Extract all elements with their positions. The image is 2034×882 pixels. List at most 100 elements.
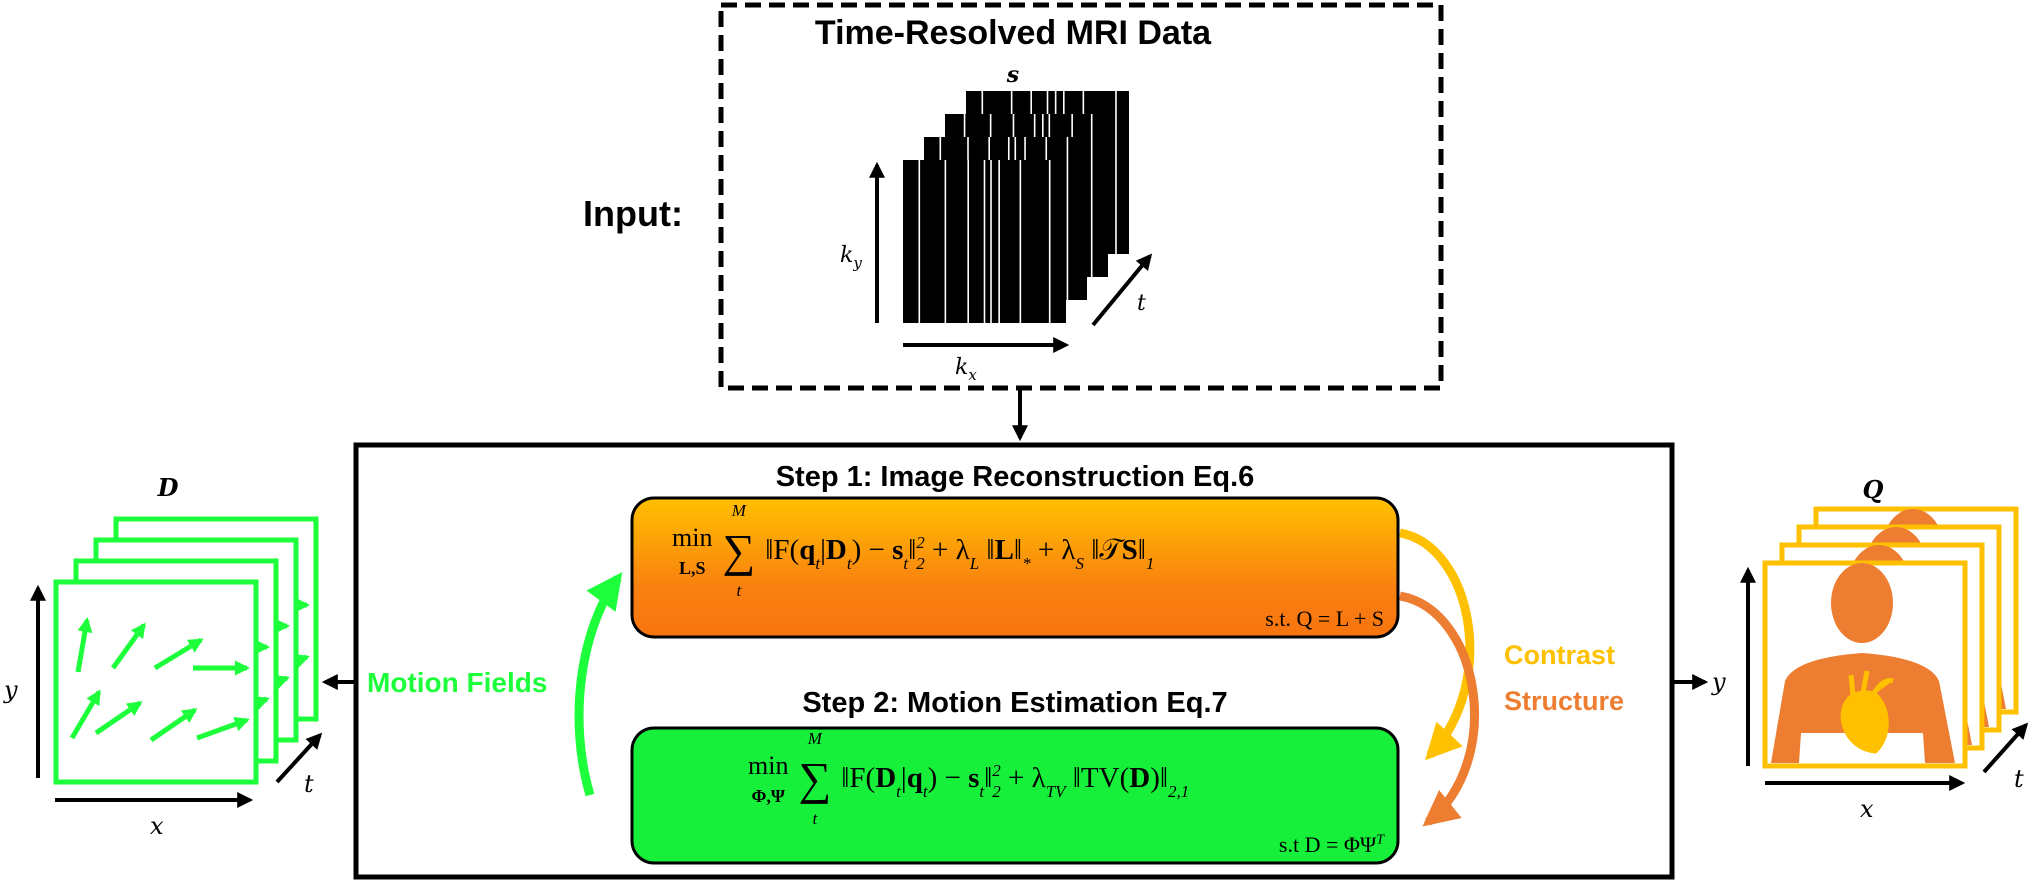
equation-symbol: ‖TV(: [1065, 762, 1130, 795]
equation-symbol: ‖𝒯: [1083, 534, 1122, 567]
output-t-axis-label: t: [2014, 765, 2024, 793]
equation-term: ‖𝒯: [1083, 534, 1122, 567]
equation-term: ‖TV(: [1065, 762, 1130, 795]
equation-symbol: )‖: [1150, 762, 1169, 795]
equation-symbol: q: [906, 762, 923, 795]
min-operator: min: [748, 751, 789, 780]
motion-vector-arrow-icon: [94, 700, 143, 736]
sum-upper: M: [731, 501, 746, 520]
equation-symbol: s: [968, 762, 980, 795]
equation-symbol: ‖: [908, 534, 917, 567]
equation-symbol: |: [900, 762, 907, 795]
motion-fields-label: Motion Fields: [367, 667, 547, 698]
kx-axis-label: kx: [955, 355, 977, 384]
equation-term: )‖ 2,1: [1150, 762, 1189, 800]
equation-term: ) −: [928, 762, 969, 794]
sum-upper: M: [807, 729, 822, 748]
equation-index: t: [979, 781, 985, 801]
motion-vector-arrow-icon: [69, 689, 102, 740]
equation-term: ‖ 1: [1137, 534, 1155, 572]
equation-term: + λ S: [1030, 534, 1084, 572]
ky-axis-label: ky: [840, 243, 862, 272]
step2-title: Step 2: Motion Estimation Eq.7: [802, 687, 1227, 719]
equation-symbol: L: [994, 534, 1014, 567]
equation-index: *: [1022, 553, 1031, 573]
equation-index: TV: [1045, 781, 1066, 801]
equation-symbol: ‖: [1137, 534, 1146, 567]
equation-symbol: ‖: [979, 534, 995, 567]
equation-symbol: S: [1121, 534, 1138, 567]
main-box: [353, 442, 1675, 880]
constraint-text: s.t D = ΦΨ: [1278, 832, 1377, 857]
equation-term: q t: [799, 534, 820, 572]
equation-term: |: [820, 534, 826, 566]
motion-feedback-arrow: [574, 572, 623, 797]
equation-symbol: q: [799, 534, 816, 567]
output-t-axis-arrow: [1982, 722, 2029, 774]
equation-symbol: D: [1129, 762, 1151, 795]
motion-vector-arrow-icon: [75, 617, 93, 673]
equation-term: ‖F(: [841, 762, 875, 794]
equation-term: ‖ *: [1014, 534, 1031, 572]
input-title: Time-Resolved MRI Data: [815, 14, 1212, 52]
output-y-axis-label: y: [1711, 668, 1726, 696]
equation-symbol: |: [820, 534, 826, 567]
equation-symbol: + λ: [1030, 534, 1076, 567]
step2-constraint: s.t D = ΦΨT: [1279, 832, 1384, 858]
motion-y-axis-label: y: [3, 676, 18, 704]
equation-symbol: ‖: [984, 762, 993, 795]
equation-index: S: [1075, 553, 1084, 573]
equation-index: t: [846, 553, 852, 573]
kspace-frame: [903, 160, 1066, 323]
equation-symbol: s: [892, 534, 904, 567]
structure-label: Structure: [1504, 686, 1624, 716]
motion-symbol: D: [157, 473, 179, 502]
equation-symbol: + λ: [924, 534, 970, 567]
motion-field-stack: [53, 516, 319, 785]
contrast-label: Contrast: [1504, 640, 1615, 670]
equation-term: D t: [875, 762, 901, 800]
image-frame: [1762, 560, 1968, 769]
image-stack: [1762, 506, 2019, 769]
heart-icon: [1840, 670, 1894, 754]
equation-term: D: [1129, 762, 1150, 794]
step1-box: [630, 496, 1400, 639]
equation-symbol: ‖F(: [765, 534, 800, 567]
equation-symbol: D: [875, 762, 897, 795]
motion-field-frame-rect: [53, 579, 259, 785]
min-operator: min: [672, 523, 713, 552]
equation-term: s t: [892, 534, 908, 572]
motion-vector-arrow-icon: [149, 707, 198, 743]
equation-index: t: [896, 781, 901, 801]
sum-lower: t: [736, 581, 742, 600]
input-label: Input:: [583, 193, 683, 234]
equation-term: D t: [826, 534, 852, 572]
structure-feedback-arrow: [1399, 591, 1480, 827]
equation-term: |: [901, 762, 907, 794]
equation-term: ‖F(: [765, 534, 799, 566]
equation-index: t: [922, 781, 928, 801]
person-head-icon: [1831, 563, 1893, 643]
motion-t-axis-arrow: [275, 732, 323, 784]
equation-term: ) −: [852, 534, 893, 566]
equation-symbol: + λ: [1000, 762, 1046, 795]
step1-constraint: s.t. Q = L + S: [1265, 606, 1384, 631]
step2-box: [630, 726, 1400, 865]
kspace-symbol: s: [1006, 62, 1019, 88]
motion-vector-arrow-icon: [196, 717, 250, 741]
t-axis-arrow: [1091, 253, 1153, 327]
constraint-sup: T: [1376, 832, 1384, 848]
equation-index: 2,1: [1168, 781, 1190, 801]
motion-field-frame: [53, 579, 259, 785]
equation-symbol: ‖F(: [841, 762, 876, 795]
step1-title: Step 1: Image Reconstruction Eq.6: [776, 461, 1255, 493]
equation-index: L: [969, 553, 980, 573]
output-x-axis-label: x: [1860, 795, 1874, 823]
motion-vector-arrow-icon: [153, 637, 204, 671]
